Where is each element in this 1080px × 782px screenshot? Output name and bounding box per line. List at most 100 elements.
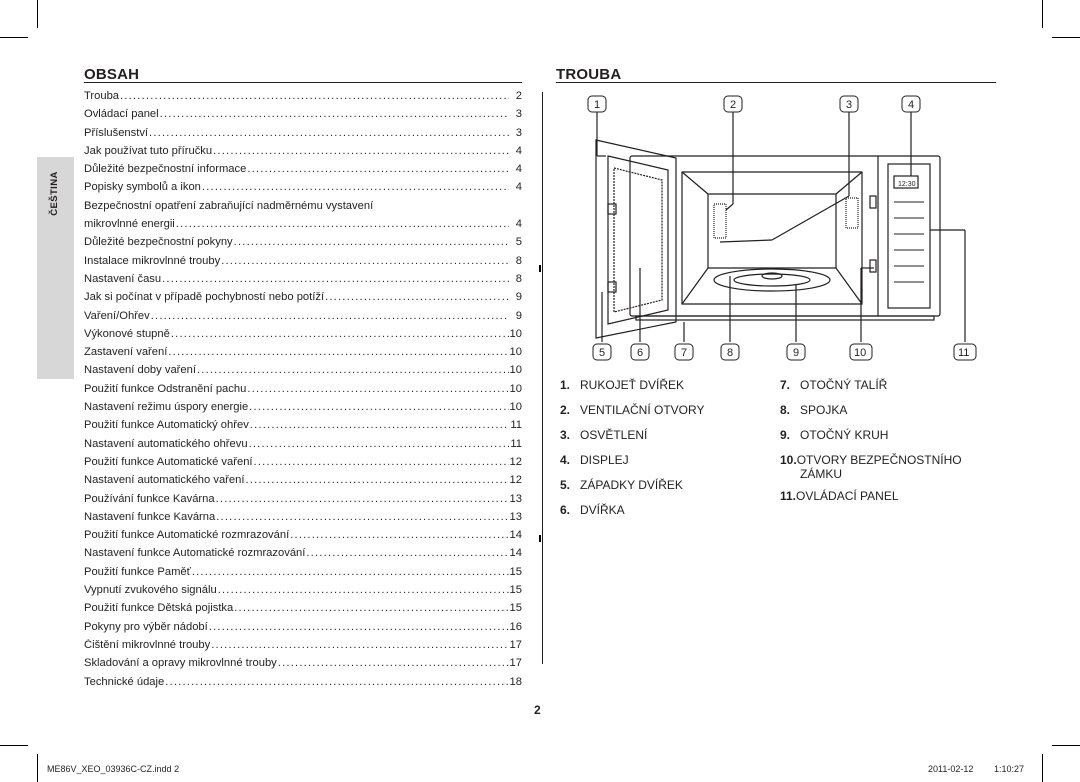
toc-entry: Vaření/Ohřev9 [84, 310, 522, 328]
language-tab [37, 157, 74, 379]
toc-leader-dots [211, 639, 508, 651]
toc-entry-page: 4 [515, 163, 522, 176]
toc-leader-dots [278, 657, 509, 669]
toc-entry-page: 10 [509, 327, 522, 340]
toc-leader-dots [160, 108, 509, 120]
toc-entry-page: 4 [515, 144, 522, 157]
toc-entry-page: 4 [515, 218, 522, 231]
toc-entry: Bezpečnostní opatření zabraňující nadměr… [84, 200, 522, 218]
toc-entry-text: Nastavení funkce Kavárna [84, 510, 216, 523]
toc-entry: Nastavení času8 [84, 273, 522, 291]
footer-time: 1:10:27 [994, 764, 1025, 774]
toc-leader-dots [306, 547, 508, 559]
toc-entry-text: Použití funkce Paměť [84, 565, 191, 578]
toc-entry: Vypnutí zvukového signálu15 [84, 584, 522, 602]
toc-leader-dots [249, 438, 509, 450]
footer-file: ME86V_XEO_03936C-CZ.indd 2 [47, 764, 180, 774]
legend-item: 9.OTOČNÝ KRUH [780, 428, 889, 442]
toc-entry-text: Technické údaje [84, 675, 165, 688]
callout-3: 3 [846, 99, 852, 111]
callout-8: 8 [727, 347, 733, 359]
toc-leader-dots [165, 676, 508, 688]
lock-slot-top [869, 195, 877, 209]
crop-mark [1042, 0, 1043, 28]
toc-leader-dots [216, 493, 509, 505]
toc-entry-page: 4 [515, 181, 522, 194]
legend-item-cont: ZÁMKU [800, 467, 842, 481]
toc-entry-text: Použití funkce Automatický ohřev [84, 419, 249, 432]
toc-entry-page: 8 [515, 254, 522, 267]
callout-9: 9 [793, 347, 799, 359]
toc-leader-dots [218, 584, 509, 596]
crop-mark [37, 754, 38, 782]
toc-entry-text: Nastavení automatického ohřevu [84, 437, 248, 450]
toc-entry-text: Nastavení doby vaření [84, 364, 196, 377]
crop-mark [1042, 754, 1043, 782]
toc-leader-dots [171, 328, 509, 340]
toc-entry-text: Skladování a opravy mikrovlnné trouby [84, 657, 277, 670]
toc-entry-page: 10 [509, 382, 522, 395]
toc-entry-text: Vypnutí zvukového signálu [84, 584, 217, 597]
legend-item: 4.DISPLEJ [560, 453, 629, 467]
toc-entry-page: 5 [515, 236, 522, 249]
toc-entry: Popisky symbolů a ikon 4 [84, 181, 522, 199]
toc-entry-page: 2 [515, 90, 522, 102]
top-callouts: 1 2 3 4 [587, 95, 921, 113]
center-mark [539, 265, 541, 272]
legend-item: 11.OVLÁDACÍ PANEL [780, 489, 899, 503]
microwave-illustration: 12:30 1 2 3 4 5 6 7 8 9 10 11 [587, 95, 977, 361]
language-tab-label: ČEŠTINA [48, 171, 60, 216]
crop-mark [1052, 37, 1080, 38]
toc-entry-text: Pokyny pro výběr nádobí [84, 620, 208, 633]
oven-cavity [681, 171, 863, 305]
toc-entry: Pokyny pro výběr nádobí 16 [84, 621, 522, 639]
toc-entry-text: Používání funkce Kavárna [84, 492, 215, 505]
toc-entry-page: 18 [509, 675, 522, 688]
toc-leader-dots [151, 310, 509, 322]
toc-entry-text: Nastavení funkce Automatické rozmrazován… [84, 547, 306, 560]
toc-leader-dots [168, 346, 508, 358]
toc-entry: Použití funkce Automatický ohřev11 [84, 419, 522, 437]
toc-entry-text: Použití funkce Odstranění pachu [84, 382, 247, 395]
toc-entry-page: 17 [509, 657, 522, 670]
toc-entry: Používání funkce Kavárna13 [84, 493, 522, 511]
toc-entry-page: 16 [509, 620, 522, 633]
toc-entry-page: 10 [509, 346, 522, 359]
toc-leader-dots [290, 529, 508, 541]
toc-leader-dots [120, 90, 509, 102]
toc-entry: Nastavení automatického ohřevu11 [84, 438, 522, 456]
callout-2: 2 [730, 99, 736, 111]
toc-entry-text: Důležité bezpečnostní informace [84, 163, 247, 176]
toc-entry-page: 8 [515, 272, 522, 285]
toc-entry: Důležité bezpečnostní informace 4 [84, 163, 522, 181]
toc-entry-page: 3 [515, 126, 522, 139]
toc-entry: Použití funkce Odstranění pachu 10 [84, 383, 522, 401]
toc-leader-dots [247, 383, 508, 395]
column-divider [542, 92, 543, 664]
parts-legend-left: 1.RUKOJEŤ DVÍŘEK 2.VENTILAČNÍ OTVORY 3.O… [560, 378, 704, 528]
lock-slot-bottom [869, 259, 877, 273]
toc-entry: Nastavení funkce Kavárna13 [84, 511, 522, 529]
toc-entry: Jak si počínat v případě pochybností neb… [84, 291, 522, 309]
callout-11: 11 [958, 347, 969, 359]
legend-item: 5.ZÁPADKY DVÍŘEK [560, 478, 683, 492]
door-latch-bottom [607, 281, 617, 293]
coupler [761, 272, 783, 280]
toc-entry-text: Jak používat tuto příručku [84, 144, 213, 157]
toc-entry-text: Instalace mikrovlnné trouby [84, 254, 221, 267]
callout-10: 10 [854, 347, 866, 359]
toc-entry-page: 12 [509, 474, 522, 487]
toc-entry: Trouba2 [84, 90, 522, 108]
crop-mark [0, 745, 28, 746]
callout-4: 4 [908, 99, 914, 111]
parts-legend-right: 7.OTOČNÝ TALÍŘ 8.SPOJKA 9.OTOČNÝ KRUH 10… [780, 378, 962, 514]
toc-entry-text: Ovládací panel [84, 108, 159, 121]
toc-entry-text: Bezpečnostní opatření zabraňující nadměr… [84, 199, 374, 212]
toc-entry-text: Popisky symbolů a ikon [84, 181, 201, 194]
toc-entry-text: Nastavení automatického vaření [84, 474, 245, 487]
toc-entry: Nastavení režimu úspory energie10 [84, 401, 522, 419]
toc-entry-text: Čištění mikrovlnné trouby [84, 638, 211, 651]
toc-entry-page: 14 [509, 529, 522, 542]
legend-item: 10.OTVORY BEZPEČNOSTNÍHO [780, 453, 962, 467]
toc-entry-text: Výkonové stupně [84, 327, 170, 340]
